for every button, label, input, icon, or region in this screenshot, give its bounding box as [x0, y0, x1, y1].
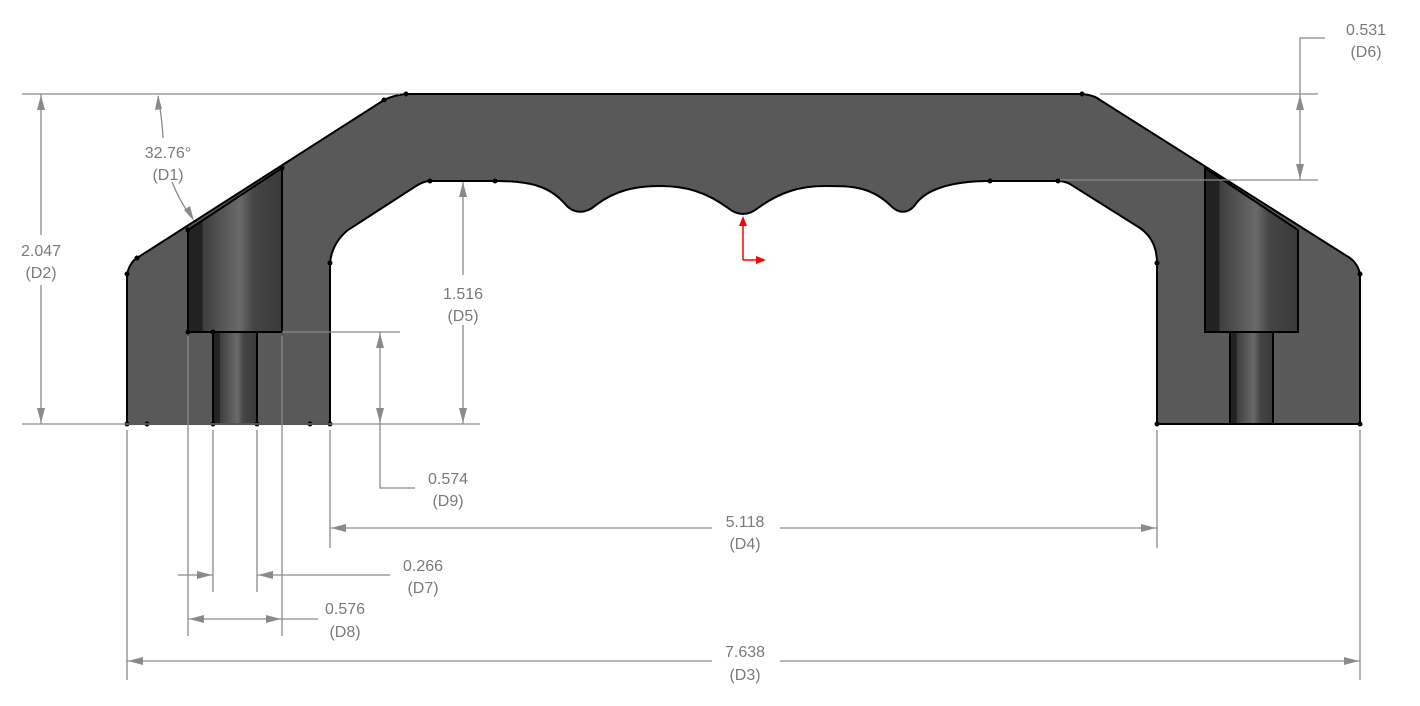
dimension-value: 1.516 [443, 286, 483, 303]
dimension-d6[interactable]: 0.531 (D6) [1060, 22, 1386, 181]
dimension-value: 2.047 [21, 243, 61, 260]
dimension-d8[interactable]: 0.576 (D8) [188, 601, 365, 641]
dimension-label: (D9) [432, 493, 463, 510]
dimension-label: (D7) [407, 580, 438, 597]
handle-part-body[interactable] [126, 93, 1361, 425]
dimension-value: 5.118 [726, 514, 765, 531]
left-counterbore [187, 166, 283, 425]
dimension-d7[interactable]: 0.266 (D7) [178, 558, 443, 597]
dimension-value: 0.576 [325, 601, 365, 618]
origin-axis-icon [739, 216, 766, 264]
dimension-value: 0.266 [403, 558, 443, 575]
dimension-label: (D6) [1350, 44, 1381, 61]
dimension-label: (D2) [25, 265, 56, 282]
dimension-d4[interactable]: 5.118 (D4) [330, 514, 1157, 553]
dimension-value: 0.531 [1346, 22, 1386, 39]
dimension-d3[interactable]: 7.638 (D3) [127, 644, 1360, 684]
dimension-label: (D5) [447, 308, 478, 325]
dimension-d2[interactable]: 2.047 (D2) [21, 93, 480, 425]
dimension-value: 32.76° [145, 145, 191, 162]
dimension-label: (D8) [329, 624, 360, 641]
dimension-label: (D1) [152, 167, 183, 184]
dimension-value: 7.638 [725, 644, 765, 661]
dimension-d1[interactable]: 32.76° (D1) [145, 95, 194, 221]
dimension-label: (D4) [729, 536, 760, 553]
dimension-d9[interactable]: 0.574 (D9) [282, 331, 468, 510]
right-counterbore [1204, 166, 1299, 425]
dimension-d5[interactable]: 1.516 (D5) [443, 182, 483, 424]
dimension-label: (D3) [729, 667, 760, 684]
dimension-value: 0.574 [428, 471, 468, 488]
